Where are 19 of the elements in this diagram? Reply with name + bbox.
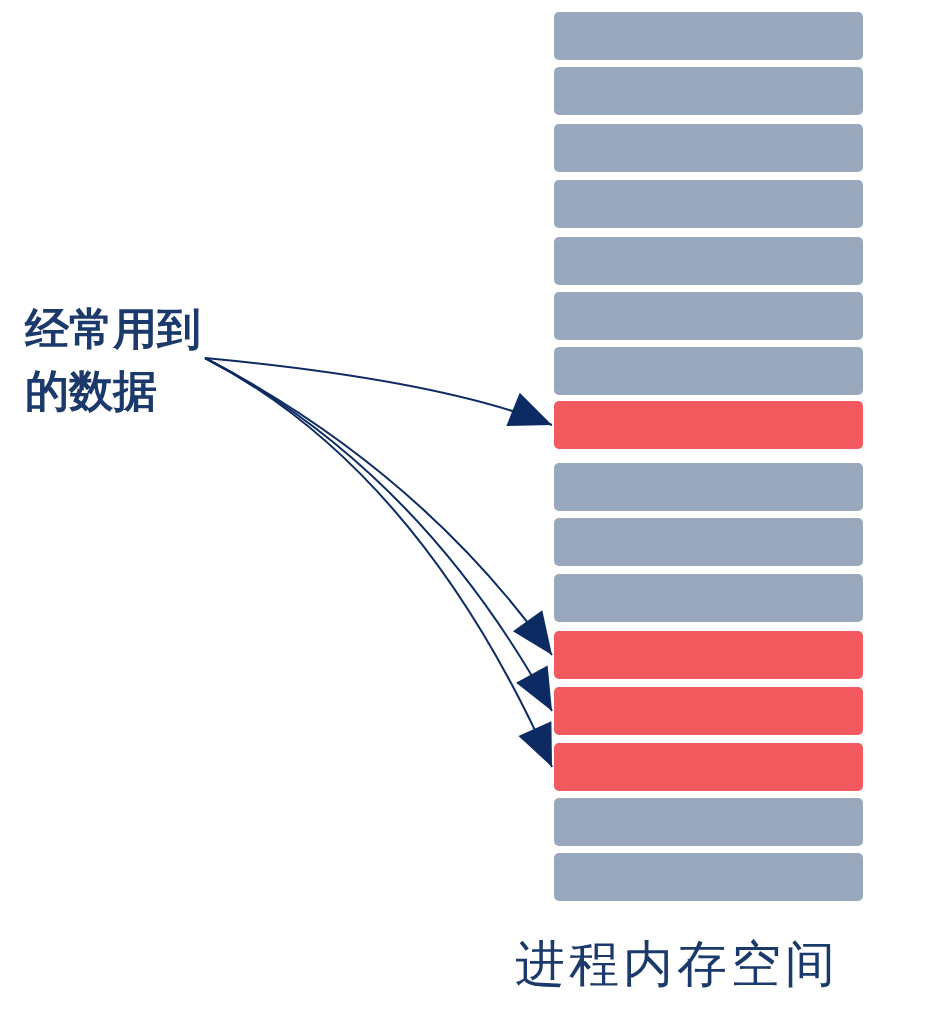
memory-block [554,574,863,622]
memory-block [554,124,863,172]
memory-block [554,687,863,735]
memory-block [554,798,863,846]
memory-block [554,631,863,679]
memory-block [554,401,863,449]
callout-text: 经常用到的数据 [25,298,207,422]
memory-block [554,743,863,791]
memory-block [554,180,863,228]
memory-block [554,67,863,115]
memory-block [554,463,863,511]
caption-text: 进程内存空间 [515,934,839,995]
arrow [204,357,553,428]
memory-block [554,12,863,60]
memory-block [554,347,863,395]
memory-block [554,853,863,901]
memory-block [554,518,863,566]
memory-block [554,237,863,285]
memory-block [554,292,863,340]
